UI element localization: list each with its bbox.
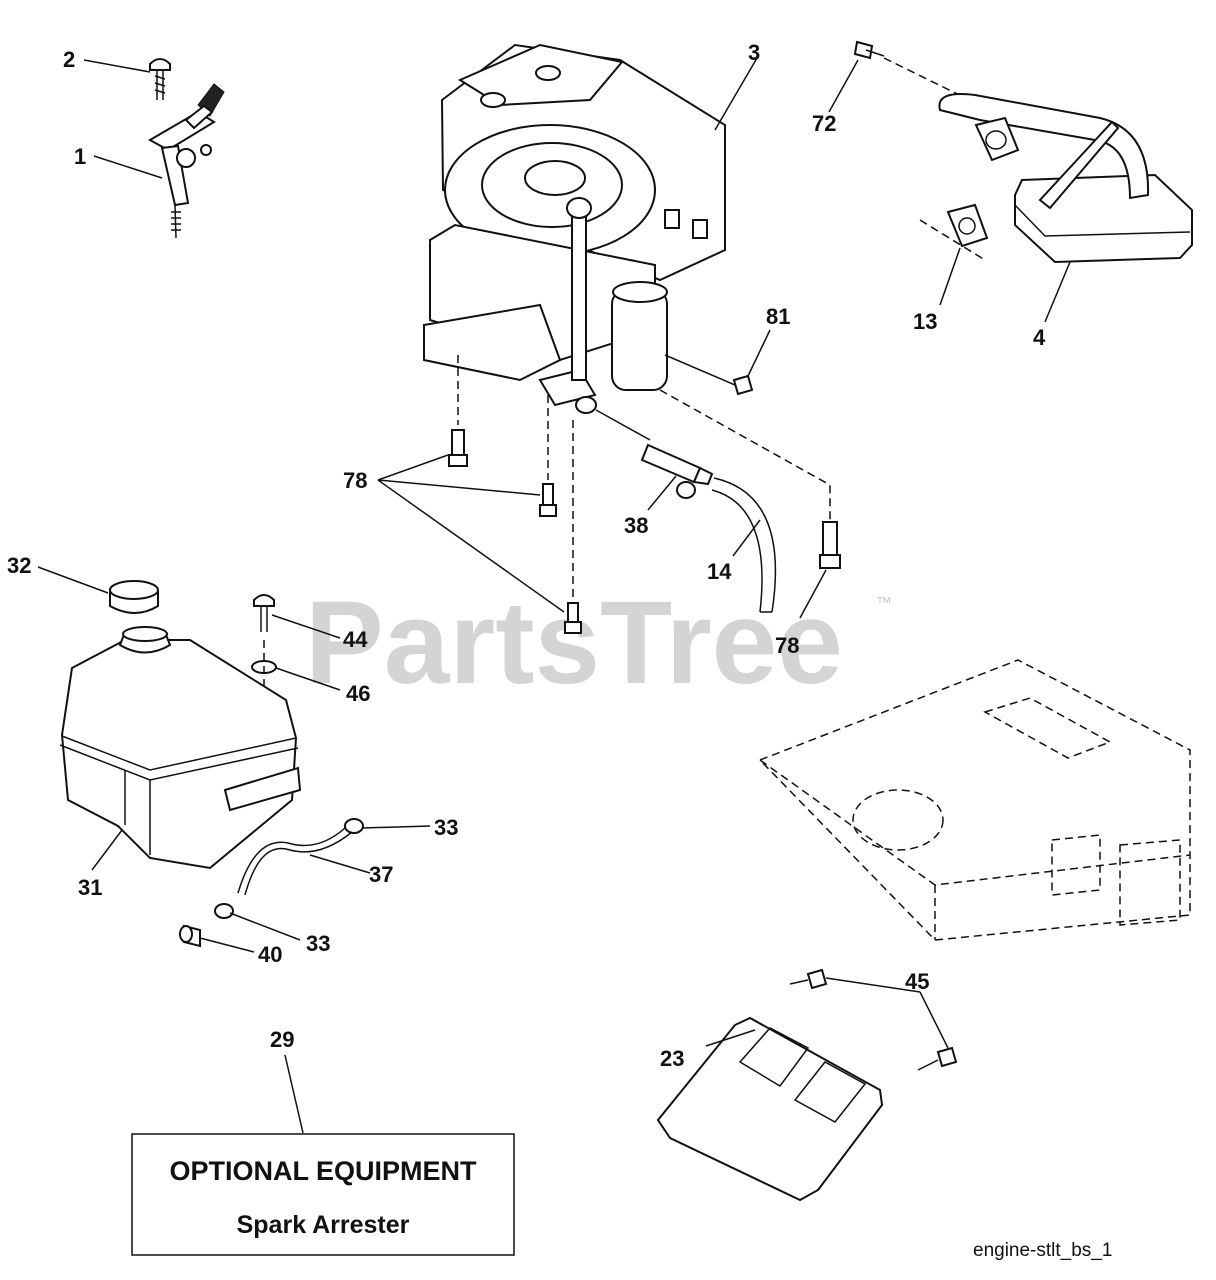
callout-40: 40 [258, 942, 282, 967]
gasket[interactable] [946, 203, 989, 248]
callout-33-top: 33 [434, 815, 458, 840]
heat-shield[interactable] [656, 1016, 884, 1202]
throttle-control[interactable] [147, 83, 225, 239]
bolt-72[interactable] [853, 40, 885, 60]
watermark-trademark: ™ [876, 595, 892, 612]
grommet[interactable] [179, 924, 201, 948]
optional-equipment-box[interactable]: OPTIONAL EQUIPMENT Spark Arrester [131, 1133, 515, 1256]
callout-3: 3 [748, 40, 760, 65]
callout-45: 45 [905, 969, 929, 994]
callout-23: 23 [660, 1046, 684, 1071]
fuel-tank[interactable] [59, 626, 302, 870]
fuel-filter[interactable] [640, 443, 714, 499]
callout-33-bottom: 33 [306, 931, 330, 956]
callout-1: 1 [74, 144, 86, 169]
clamp-33-top[interactable] [344, 818, 364, 834]
callout-29: 29 [270, 1027, 294, 1052]
callout-2: 2 [63, 47, 75, 72]
callout-46: 46 [346, 681, 370, 706]
callout-37: 37 [369, 862, 393, 887]
optional-equipment-label: OPTIONAL EQUIPMENT [169, 1156, 477, 1186]
frame-reference [758, 659, 1191, 941]
screw-2[interactable] [149, 58, 171, 100]
callout-44: 44 [343, 627, 368, 652]
bolt-78-a[interactable] [448, 429, 468, 467]
callout-38: 38 [624, 513, 648, 538]
callout-31: 31 [78, 875, 102, 900]
screw-45-bottom[interactable] [917, 1046, 958, 1071]
screw-45-top[interactable] [789, 968, 828, 990]
bolt-78-d[interactable] [819, 521, 841, 569]
spark-arrester-label: Spark Arrester [237, 1211, 410, 1239]
diagram-code: engine-stlt_bs_1 [973, 1240, 1112, 1261]
nut-81[interactable] [732, 374, 754, 396]
watermark-text: PartsTree [305, 577, 843, 709]
callout-4: 4 [1033, 325, 1046, 350]
callout-13: 13 [913, 309, 937, 334]
engine[interactable] [423, 43, 726, 414]
callout-32: 32 [7, 553, 31, 578]
callout-72: 72 [812, 111, 836, 136]
clamp-33-bottom[interactable] [214, 903, 234, 919]
callout-14: 14 [707, 559, 732, 584]
bolt-78-b[interactable] [539, 483, 557, 517]
callout-78-right: 78 [775, 633, 799, 658]
fuel-line[interactable] [237, 827, 353, 896]
bolt-78-c[interactable] [564, 602, 582, 634]
callout-78-left: 78 [343, 468, 367, 493]
screw-44[interactable] [253, 594, 275, 632]
callout-81: 81 [766, 304, 790, 329]
fuel-cap[interactable] [109, 580, 159, 614]
muffler[interactable] [938, 93, 1193, 264]
